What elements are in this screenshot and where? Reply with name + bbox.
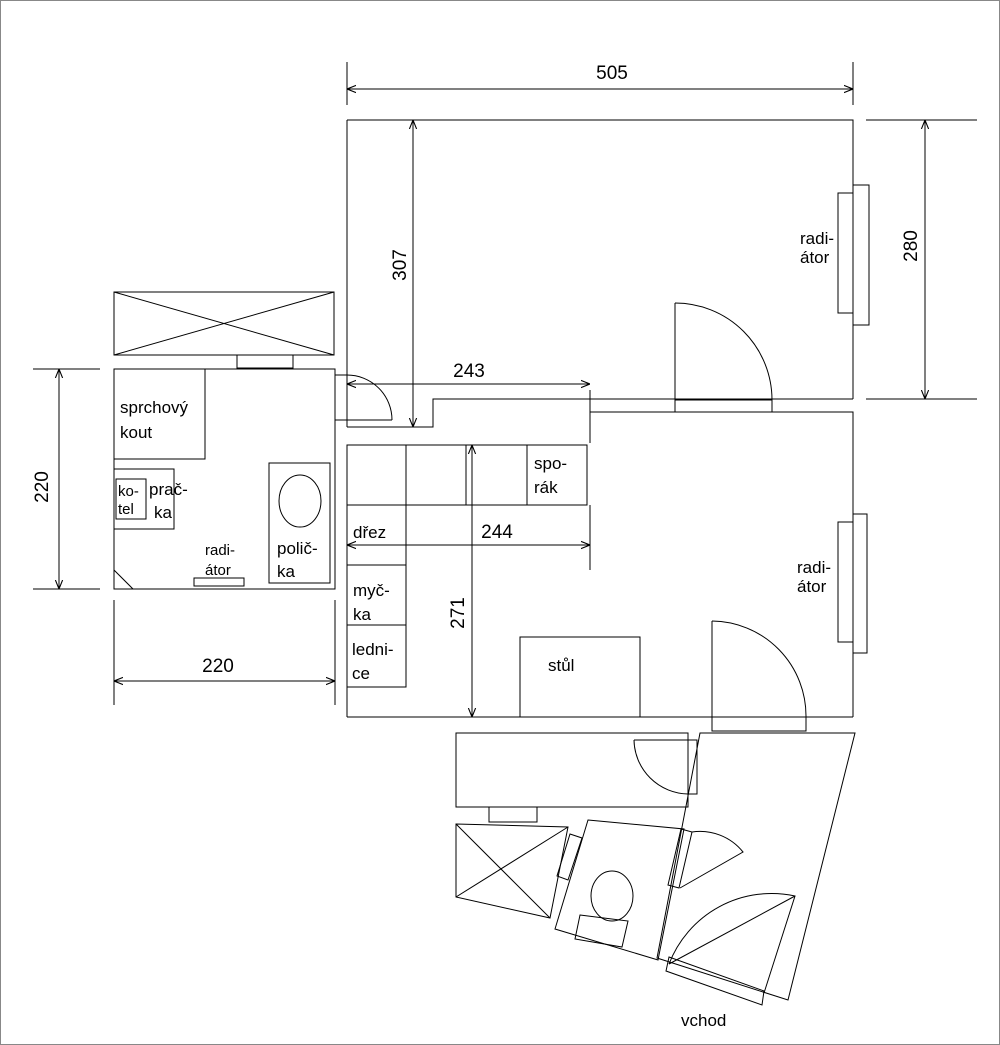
shower-label-1: sprchový — [120, 398, 189, 417]
washer — [113, 468, 175, 530]
shelf — [268, 462, 331, 584]
dim-220h-text: 220 — [202, 656, 234, 677]
bathroom-door — [334, 374, 393, 421]
dimension-271: 271 — [448, 445, 472, 717]
washer-label-1: prač- — [149, 480, 188, 499]
dim-307-text: 307 — [390, 249, 411, 281]
boiler-label-1: ko- — [118, 483, 139, 500]
shower — [113, 368, 206, 460]
bath-radiator-label-2: átor — [205, 562, 231, 579]
wc-door — [667, 828, 744, 889]
dimension-243: 243 — [347, 361, 590, 384]
hall-corridor — [656, 732, 856, 1001]
shower-label-2: kout — [120, 423, 152, 442]
dimension-307: 307 — [390, 120, 413, 427]
dishwasher-label-2: ka — [353, 605, 372, 624]
bathroom-window-box — [113, 291, 335, 369]
table-label: stůl — [548, 656, 574, 675]
bath-radiator-label-1: radi- — [205, 542, 235, 559]
washer-label-2: ka — [154, 503, 173, 522]
boiler — [115, 478, 147, 520]
lower-window-box — [455, 823, 569, 919]
dim-280-text: 280 — [901, 230, 922, 262]
kitchen-radiator: radi- átor — [797, 513, 868, 654]
kitchen-radiator-label-2: átor — [797, 577, 827, 596]
kitchen-radiator-label-1: radi- — [797, 558, 831, 577]
fridge-label-2: ce — [352, 664, 370, 683]
dishwasher-label-1: myč- — [353, 581, 390, 600]
dim-220v-text: 220 — [32, 471, 53, 503]
hall-unit — [455, 732, 698, 823]
entrance-door — [665, 893, 796, 1006]
dim-271-text: 271 — [448, 597, 469, 629]
sink-label: dřez — [353, 523, 386, 542]
dimension-505: 505 — [346, 62, 854, 105]
dimension-220-horizontal: 220 — [113, 600, 336, 705]
dimension-220-vertical: 220 — [32, 368, 100, 590]
room-radiator-label-2: átor — [800, 248, 830, 267]
kitchen-walls — [346, 411, 854, 718]
table — [519, 636, 641, 718]
room-radiator: radi- átor — [800, 184, 870, 326]
room-radiator-label-1: radi- — [800, 229, 834, 248]
washbasin — [278, 474, 322, 528]
wc-room — [554, 819, 685, 961]
room-door — [674, 302, 773, 413]
fridge-label-1: ledni- — [352, 640, 394, 659]
stove-label-1: spo- — [534, 454, 567, 473]
room-walls — [346, 119, 854, 443]
dim-243-text: 243 — [453, 361, 485, 382]
shelf-label-2: ka — [277, 562, 296, 581]
shelf-label-1: polič- — [277, 539, 318, 558]
dim-505-text: 505 — [596, 63, 628, 84]
dimension-280: 280 — [866, 119, 977, 400]
toilet — [590, 870, 634, 922]
boiler-label-2: tel — [118, 501, 134, 518]
kitchen-door — [711, 620, 807, 732]
entrance-label: vchod — [681, 1011, 726, 1030]
stove-label-2: rák — [534, 478, 558, 497]
bathroom-radiator — [193, 577, 245, 587]
dim-244-text: 244 — [481, 522, 513, 543]
kitchen-counter — [346, 444, 588, 688]
